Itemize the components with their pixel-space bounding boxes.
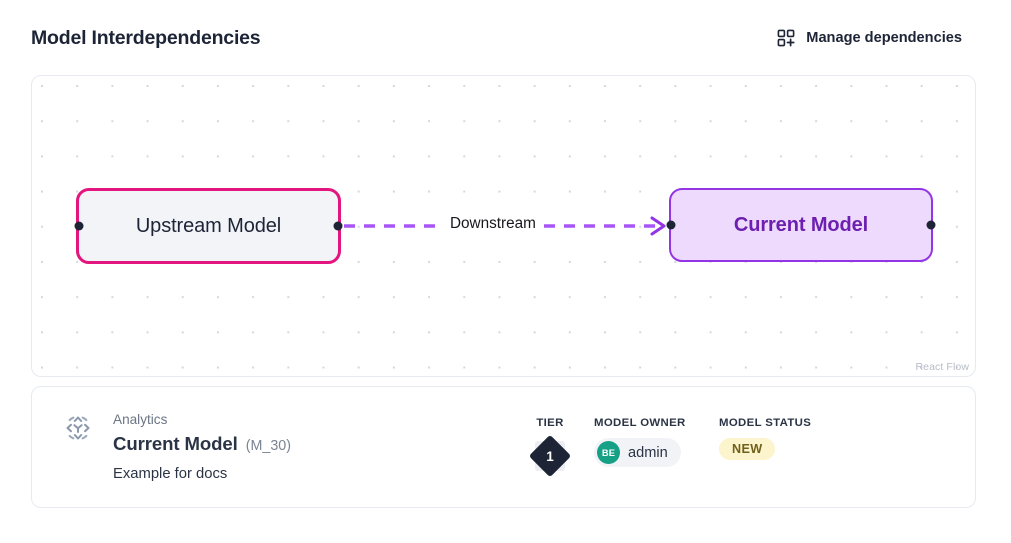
node-handle-left[interactable] xyxy=(666,220,676,230)
model-owner-column: MODEL OWNER BE admin xyxy=(594,417,686,467)
model-status-column: MODEL STATUS NEW xyxy=(719,417,811,460)
tier-label: TIER xyxy=(536,417,564,429)
model-title-row: Current Model (M_30) xyxy=(113,430,291,460)
model-status-label: MODEL STATUS xyxy=(719,417,812,429)
manage-dependencies-label: Manage dependencies xyxy=(806,30,962,46)
reactflow-attribution[interactable]: React Flow xyxy=(915,361,969,373)
tier-column: TIER 1 xyxy=(528,417,572,478)
model-owner-name: admin xyxy=(628,444,668,461)
node-handle-right[interactable] xyxy=(333,221,343,231)
model-name: Current Model xyxy=(113,433,238,454)
model-owner-label: MODEL OWNER xyxy=(594,417,686,429)
status-badge: NEW xyxy=(719,438,776,460)
network-hierarchy-icon xyxy=(56,406,100,450)
flow-node-upstream-label: Upstream Model xyxy=(135,214,282,237)
grid-plus-icon xyxy=(777,29,795,47)
node-handle-right[interactable] xyxy=(926,220,936,230)
manage-dependencies-button[interactable]: Manage dependencies xyxy=(775,25,964,51)
model-owner-chip[interactable]: BE admin xyxy=(594,438,681,467)
model-detail-text: Analytics Current Model (M_30) Example f… xyxy=(113,410,291,486)
tier-badge: 1 xyxy=(528,434,572,478)
node-handle-left[interactable] xyxy=(74,221,84,231)
page-title: Model Interdependencies xyxy=(31,26,261,49)
edge-arrowhead-icon xyxy=(650,216,666,236)
edge-label-downstream: Downstream xyxy=(444,214,542,234)
model-description: Example for docs xyxy=(113,466,228,482)
flow-node-current-label: Current Model xyxy=(733,213,869,236)
flow-canvas[interactable]: Downstream Upstream Model Current Model … xyxy=(31,75,976,377)
tier-value: 1 xyxy=(546,448,554,464)
flow-node-upstream-model[interactable]: Upstream Model xyxy=(74,188,343,264)
model-detail-card xyxy=(31,386,976,508)
page-header: Model Interdependencies Manage dependenc… xyxy=(0,0,1011,76)
model-code: (M_30) xyxy=(245,438,292,454)
avatar: BE xyxy=(597,441,620,464)
flow-node-current-model[interactable]: Current Model xyxy=(666,188,936,262)
model-domain: Analytics xyxy=(113,412,168,427)
